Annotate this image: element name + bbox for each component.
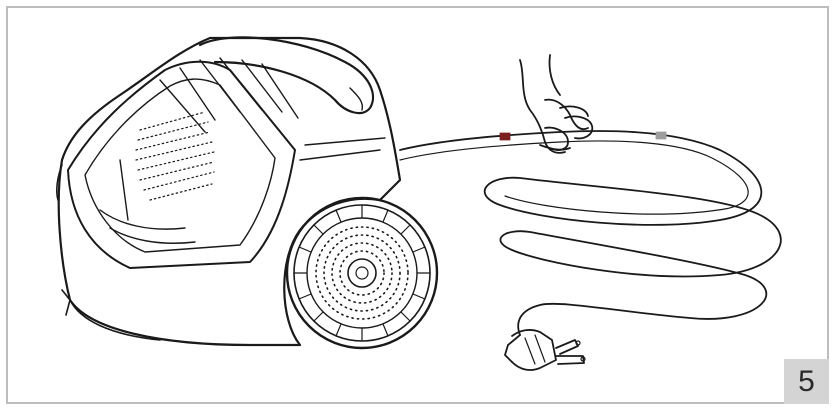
power-plug xyxy=(504,329,586,371)
step-number-badge: 5 xyxy=(784,359,829,404)
hand-pulling-cord xyxy=(519,54,594,154)
wheel-perforations xyxy=(315,226,409,320)
filter-mesh xyxy=(135,111,215,201)
power-cord xyxy=(399,130,782,336)
vacuum-body xyxy=(55,36,402,347)
rear-wheel xyxy=(285,196,439,350)
